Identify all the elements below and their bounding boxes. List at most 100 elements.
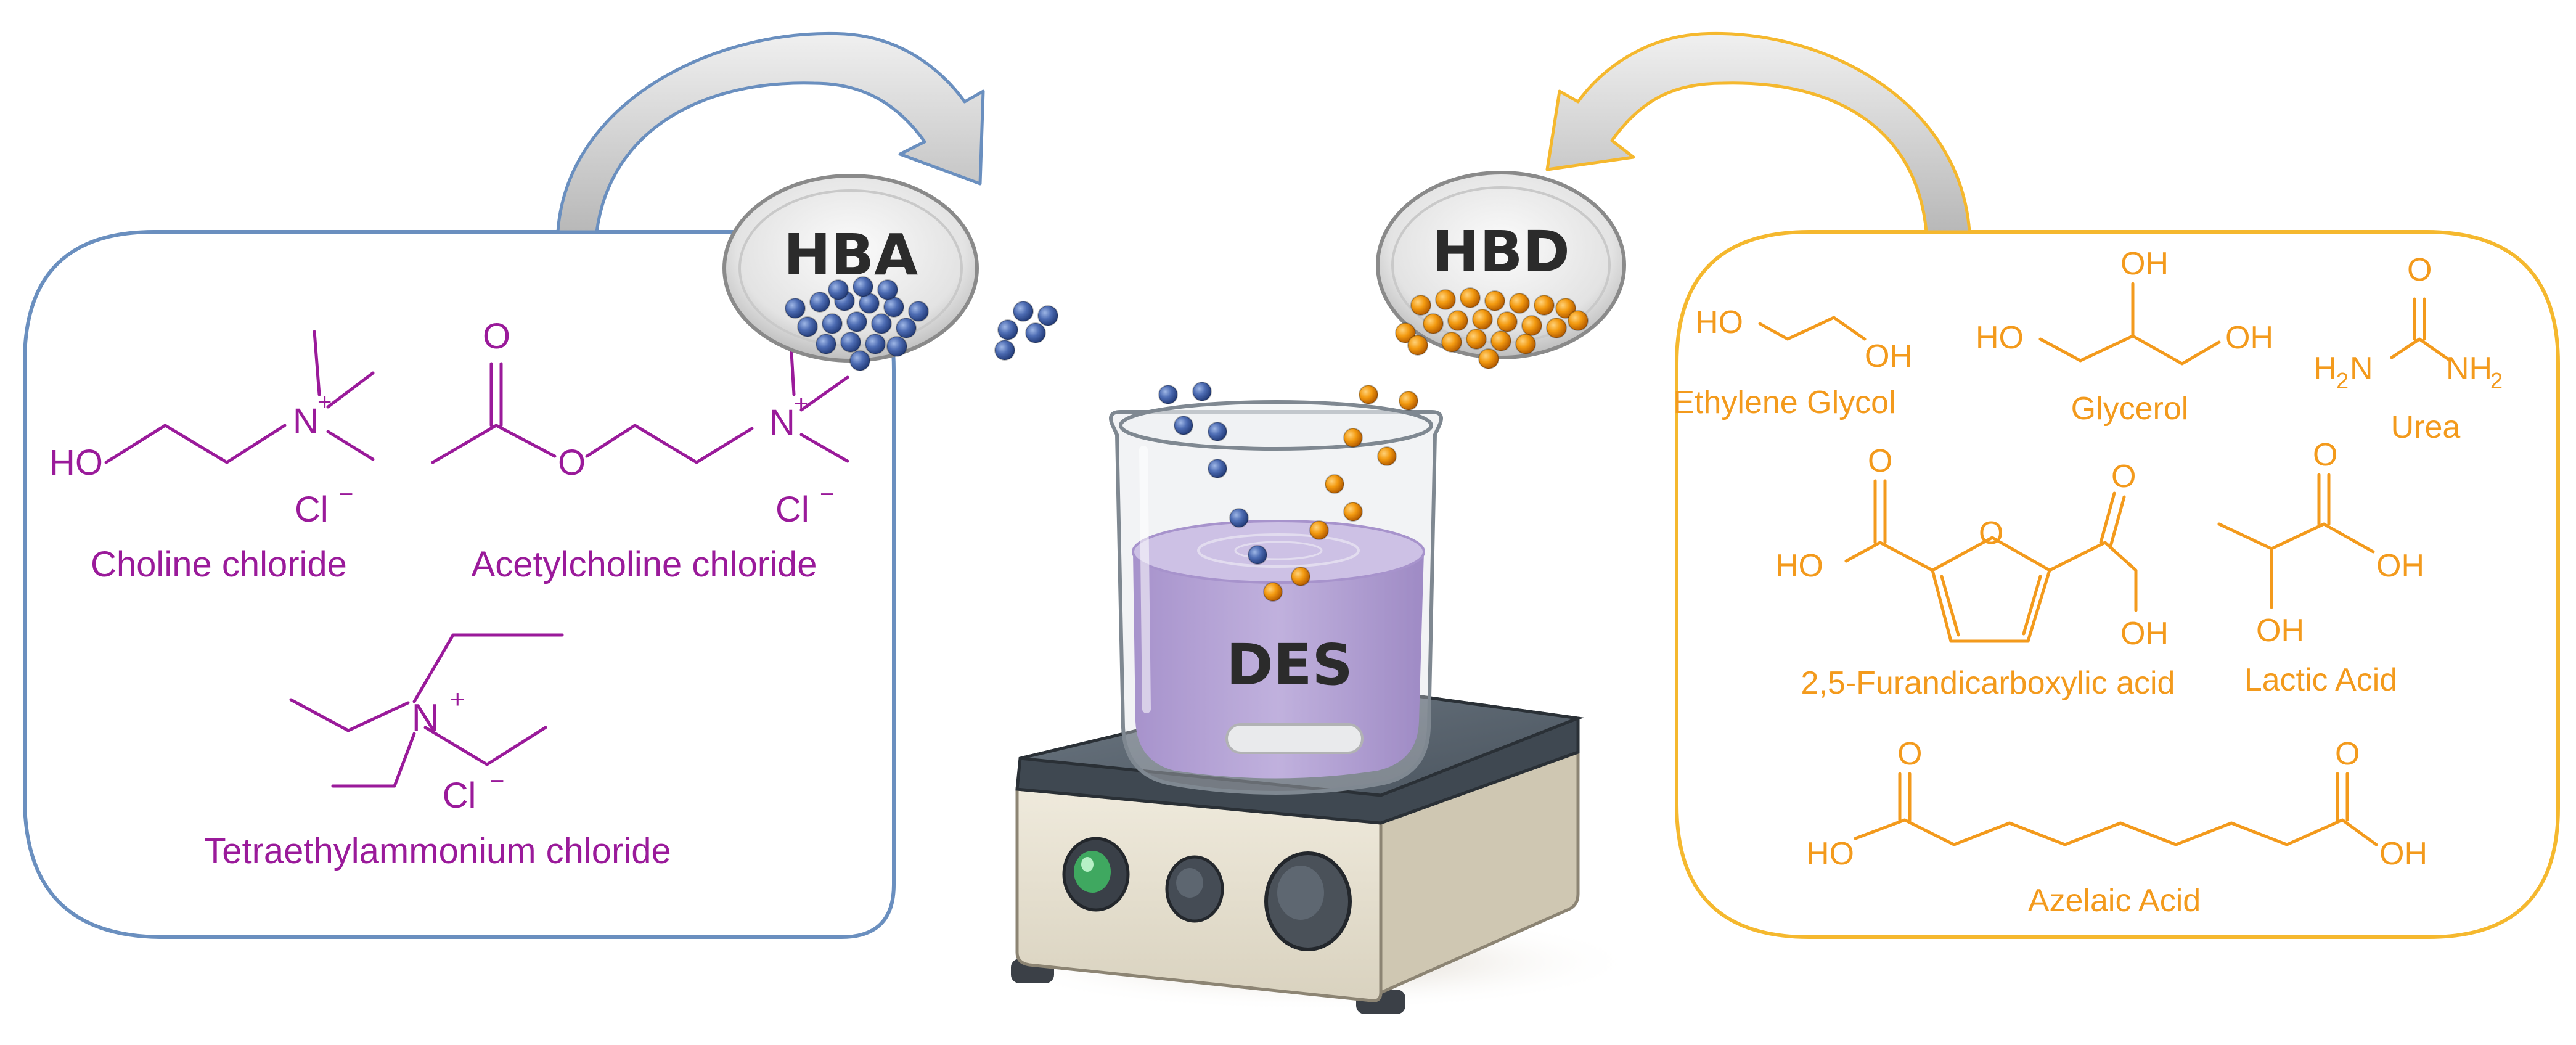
charge-minus: − [339,481,353,508]
acetylcholine-chloride-structure: O O N + Cl − Acetylcholine chloride [431,316,849,584]
arrow-hba-to-bowl [556,31,985,234]
hbd-particle [1546,318,1567,338]
hbd-particle [1509,293,1530,314]
hba-particle [1025,322,1046,343]
urea-structure: O H 2 N NH 2 Urea [2313,252,2503,445]
atom-o-carbonyl: O [483,316,510,356]
hba-particle [908,301,929,322]
hba-particle [1248,545,1267,565]
falling-particles [1158,382,1418,602]
atom-n: N [293,401,319,441]
choline-chloride-structure: HO N + Cl − Choline chloride [49,330,375,584]
compound-name-fdca: 2,5-Furandicarboxylic acid [1801,665,2175,701]
atom-cl: Cl [295,490,329,530]
hba-panel: HO N + Cl − Choline chloride O O N + Cl … [23,230,896,939]
hba-particle [853,276,873,297]
charge-plus: + [794,390,808,417]
compound-name-tetraethylammonium-chloride: Tetraethylammonium chloride [204,831,671,871]
hba-particle [822,313,843,334]
charge-minus: − [820,481,834,508]
hba-particle [886,336,907,357]
atom-cl: Cl [775,490,809,530]
charge-plus: + [317,388,332,416]
indicator-light [1062,837,1130,912]
hbd-particle [1263,582,1283,602]
hba-particle [1208,459,1227,478]
atom-oh: OH [2120,616,2169,652]
hbd-particle [1407,335,1428,356]
hba-particle [797,316,818,337]
hba-particle [997,319,1018,340]
hbd-particle [1521,315,1542,336]
hba-particle [846,311,867,332]
hba-particle [1229,508,1249,528]
hba-particle [816,334,836,354]
hbd-particle [1568,310,1589,331]
atom-o: O [2407,252,2432,288]
atom-oh: OH [2376,548,2424,584]
hba-particles [785,276,1058,371]
compound-name-urea: Urea [2391,409,2461,445]
atom-ho: HO [1775,548,1823,584]
atom-ho: HO [49,443,103,483]
arrow-hbd-to-bowl [1545,31,1971,234]
hbd-particle [1515,334,1536,354]
hba-particle [1174,416,1193,435]
hbd-particle [1534,295,1555,316]
control-knob-small [1165,855,1224,923]
des-beaker: DES [1109,382,1443,795]
atom-oh-bottom: OH [2256,613,2304,649]
hbd-panel: HO OH Ethylene Glycol OH HO OH Glycerol … [1673,230,2560,939]
atom-h: H [2313,351,2337,387]
hbd-panel-frame [1675,230,2560,939]
compound-name-acetylcholine-chloride: Acetylcholine chloride [472,544,817,584]
hbd-particle [1478,348,1499,369]
stir-bar [1225,723,1364,754]
atom-n: N [412,697,440,739]
atom-ho: HO [1806,836,1854,872]
hba-particle [1208,422,1227,441]
hbd-bowl: HBD [1376,171,1626,369]
fdca-structure: O O O HO OH 2,5-Furandicarboxylic acid [1775,443,2175,701]
hba-particle [1192,382,1212,401]
hbd-particle [1395,322,1416,343]
hba-particle [994,340,1015,361]
hbd-particle [1423,313,1444,334]
charge-minus: − [490,768,504,795]
hbd-particle [1460,287,1481,308]
control-knob-large [1264,851,1352,951]
hba-particle [1013,301,1034,322]
atom-oh: OH [2225,320,2273,356]
hbd-particle [1484,290,1505,311]
atom-oh: OH [1865,338,1913,374]
beaker-glass [1109,410,1443,795]
tetraethylammonium-chloride-structure: N + Cl − Tetraethylammonium chloride [204,633,671,871]
subscript-2: 2 [2336,368,2349,393]
atom-n: N [2350,351,2373,387]
lactic-acid-structure: O OH OH Lactic Acid [2217,437,2424,698]
atom-o-left: O [1868,443,1892,479]
hba-particle [809,292,830,313]
hbd-particle [1435,289,1456,310]
hbd-particle [1497,311,1518,332]
hba-particle [785,298,806,319]
hba-particle [871,313,892,334]
hbd-particle [1377,446,1397,466]
atom-o: O [2313,437,2337,473]
compound-name-choline-chloride: Choline chloride [91,544,347,584]
atom-o-right: O [2111,459,2136,494]
compound-name-glycerol: Glycerol [2071,391,2189,427]
liquid-surface [1132,520,1425,584]
hba-particle [877,279,898,300]
ethylene-glycol-structure: HO OH Ethylene Glycol [1673,305,1913,420]
hbd-particle [1490,330,1511,351]
hbd-particle [1399,391,1418,411]
hba-particle [896,318,917,338]
charge-plus: + [450,684,465,713]
glycerol-structure: OH HO OH Glycerol [1976,246,2273,427]
compound-name-lactic-acid: Lactic Acid [2244,662,2398,698]
compound-name-ethylene-glycol: Ethylene Glycol [1673,385,1895,420]
hbd-particle [1466,329,1487,350]
hba-particle [849,350,870,371]
